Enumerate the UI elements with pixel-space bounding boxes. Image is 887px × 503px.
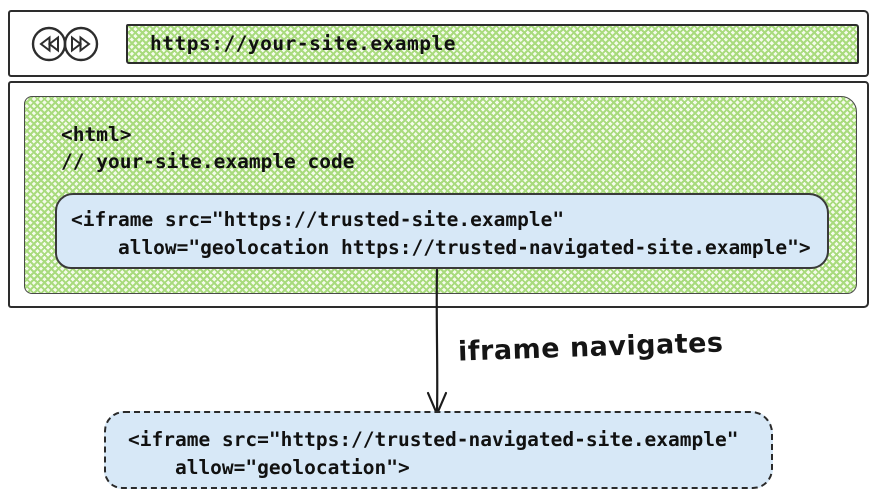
browser-viewport: <html> // your-site.example code <iframe… (8, 81, 869, 308)
page-source-code: <html> // your-site.example code (61, 121, 856, 175)
page-content: <html> // your-site.example code <iframe… (24, 96, 857, 294)
url-text: https://your-site.example (150, 32, 456, 55)
navigated-iframe-box: <iframe src="https://trusted-navigated-s… (104, 411, 773, 489)
html-code-line: <html> (61, 123, 132, 146)
url-bar[interactable]: https://your-site.example (126, 23, 859, 64)
browser-toolbar: https://your-site.example (8, 10, 869, 77)
arrow-label: iframe navigates (457, 327, 724, 368)
forward-button[interactable] (62, 25, 100, 63)
iframe-src-line: <iframe src="https://trusted-site.exampl… (71, 208, 565, 231)
iframe-allow-line: allow="geolocation https://trusted-navig… (71, 236, 811, 259)
comment-code-line: // your-site.example code (61, 150, 355, 173)
navigated-allow-line: allow="geolocation"> (128, 456, 410, 479)
trusted-iframe-box: <iframe src="https://trusted-site.exampl… (55, 193, 829, 269)
navigated-src-line: <iframe src="https://trusted-navigated-s… (128, 428, 739, 451)
skip-forward-icon (62, 25, 100, 63)
